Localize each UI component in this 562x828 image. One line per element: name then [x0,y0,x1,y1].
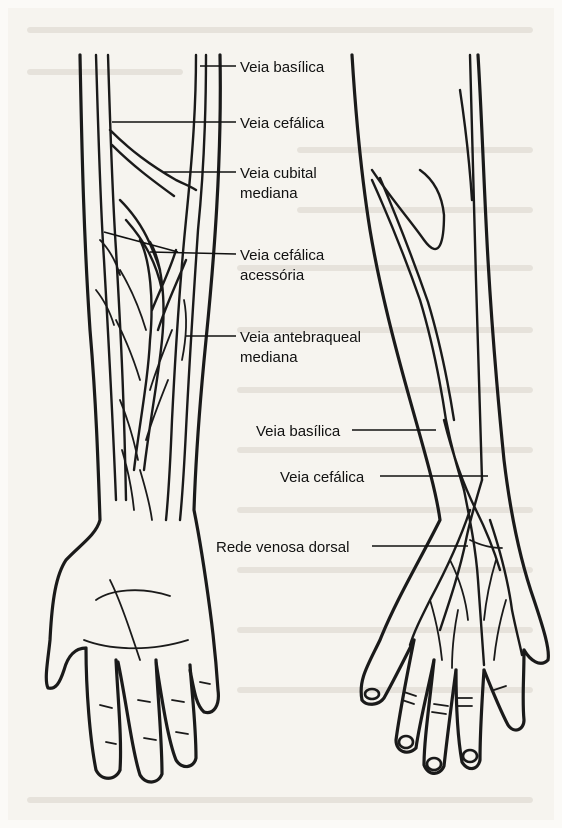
label-veia-antebraqueal-line1: Veia antebraqueal [240,329,361,346]
label-veia-cubital-line2: mediana [240,185,298,202]
label-veia-basilica-right: Veia basílica [256,423,341,440]
label-veia-cefalica-right: Veia cefálica [280,469,365,486]
label-veia-cefalica-top: Veia cefálica [240,115,325,132]
label-veia-cefalica-acessoria-line2: acessória [240,267,305,284]
label-veia-cefalica-acessoria-line1: Veia cefálica [240,247,325,264]
label-veia-cubital-line1: Veia cubital [240,165,317,182]
label-rede-venosa-dorsal: Rede venosa dorsal [216,539,349,556]
label-veia-antebraqueal-line2: mediana [240,349,298,366]
label-veia-basilica-top: Veia basílica [240,59,325,76]
